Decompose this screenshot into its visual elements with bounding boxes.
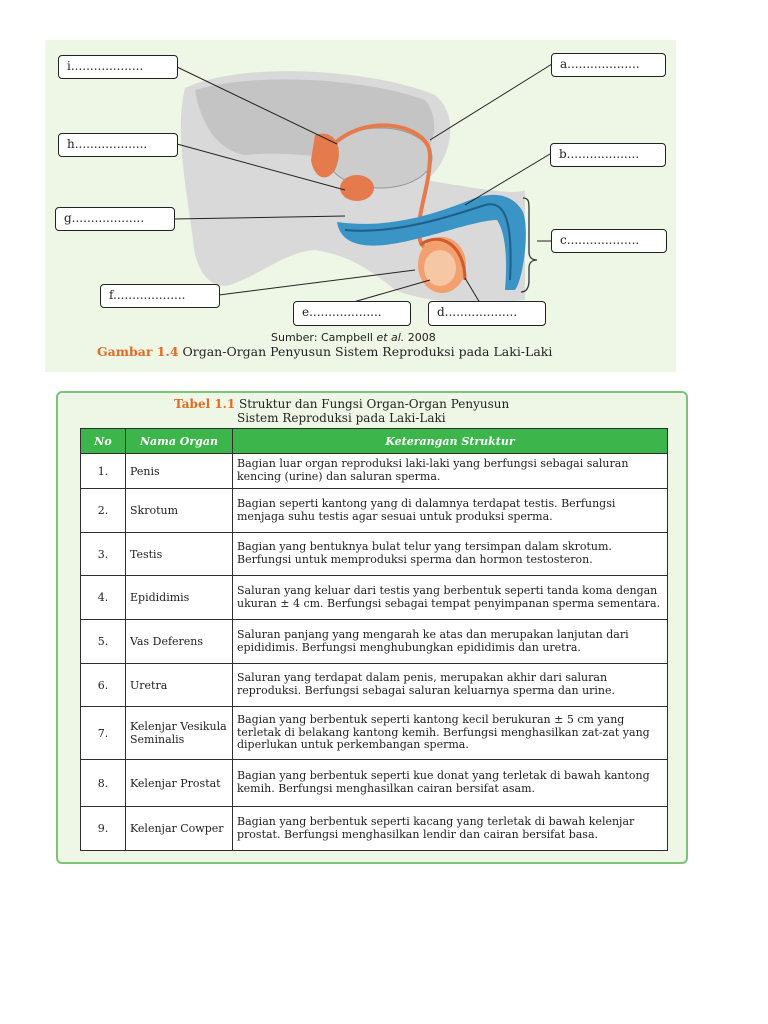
header-organ: Nama Organ [125, 428, 233, 454]
organ-description: Bagian yang berbentuk seperti kacang yan… [232, 806, 668, 851]
table-title: Tabel 1.1 Struktur dan Fungsi Organ-Orga… [174, 397, 594, 425]
organ-description: Saluran yang terdapat dalam penis, merup… [232, 663, 668, 707]
organ-table: No Nama Organ Keterangan Struktur 1.Peni… [80, 428, 668, 851]
row-number: 3. [80, 532, 126, 576]
organ-description: Bagian yang berbentuk seperti kantong ke… [232, 706, 668, 760]
row-number: 9. [80, 806, 126, 851]
organ-name: Kelenjar Prostat [125, 759, 233, 807]
testis [424, 250, 456, 286]
row-number: 4. [80, 575, 126, 620]
organ-name: Kelenjar Vesikula Seminalis [125, 706, 233, 760]
organ-name: Vas Deferens [125, 619, 233, 664]
row-number: 8. [80, 759, 126, 807]
row-number: 5. [80, 619, 126, 664]
figure-caption: Gambar 1.4 Organ-Organ Penyusun Sistem R… [97, 344, 552, 359]
source-year: 2008 [404, 331, 436, 344]
row-number: 2. [80, 488, 126, 533]
label-e: e................... [293, 301, 411, 326]
label-h: h................... [58, 133, 178, 157]
organ-description: Bagian seperti kantong yang di dalamnya … [232, 488, 668, 533]
organ-description: Bagian yang bentuknya bulat telur yang t… [232, 532, 668, 576]
label-c: c................... [551, 229, 667, 253]
label-f: f................... [100, 284, 220, 308]
penis [337, 194, 526, 290]
organ-name: Kelenjar Cowper [125, 806, 233, 851]
source-etal: et al. [376, 331, 405, 344]
table-header-row: No Nama Organ Keterangan Struktur [80, 428, 668, 454]
organ-name: Skrotum [125, 488, 233, 533]
table-title-line2: Sistem Reproduksi pada Laki-Laki [237, 411, 446, 425]
male-reproductive-diagram [172, 63, 553, 304]
figure-source: Sumber: Campbell et al. 2008 [271, 331, 436, 344]
header-desc: Keterangan Struktur [232, 428, 668, 454]
anatomy-figure: i................... h..................… [45, 40, 676, 372]
table-number: Tabel 1.1 [174, 397, 236, 411]
label-b: b................... [550, 143, 666, 167]
caption-number: Gambar 1.4 [97, 344, 179, 359]
label-a: a................... [551, 53, 666, 77]
organ-description: Saluran panjang yang mengarah ke atas da… [232, 619, 668, 664]
source-prefix: Sumber: Campbell [271, 331, 377, 344]
label-d: d................... [428, 301, 546, 326]
row-number: 1. [80, 453, 126, 489]
organ-description: Bagian yang berbentuk seperti kue donat … [232, 759, 668, 807]
epididymis [419, 237, 467, 281]
table-title-line1: Struktur dan Fungsi Organ-Organ Penyusun [235, 397, 510, 411]
organ-name: Penis [125, 453, 233, 489]
header-no: No [80, 428, 126, 454]
row-number: 6. [80, 663, 126, 707]
caption-text: Organ-Organ Penyusun Sistem Reproduksi p… [178, 344, 553, 359]
organ-name: Epididimis [125, 575, 233, 620]
urethra [344, 203, 512, 281]
leader-lines [172, 63, 553, 304]
bracket [520, 197, 538, 293]
prostate [340, 175, 374, 201]
label-g: g................... [55, 207, 175, 231]
table-panel: Tabel 1.1 Struktur dan Fungsi Organ-Orga… [56, 391, 688, 864]
organ-name: Testis [125, 532, 233, 576]
organ-name: Uretra [125, 663, 233, 707]
label-i: i................... [58, 55, 178, 79]
organ-description: Saluran yang keluar dari testis yang ber… [232, 575, 668, 620]
organ-description: Bagian luar organ reproduksi laki-laki y… [232, 453, 668, 489]
row-number: 7. [80, 706, 126, 760]
